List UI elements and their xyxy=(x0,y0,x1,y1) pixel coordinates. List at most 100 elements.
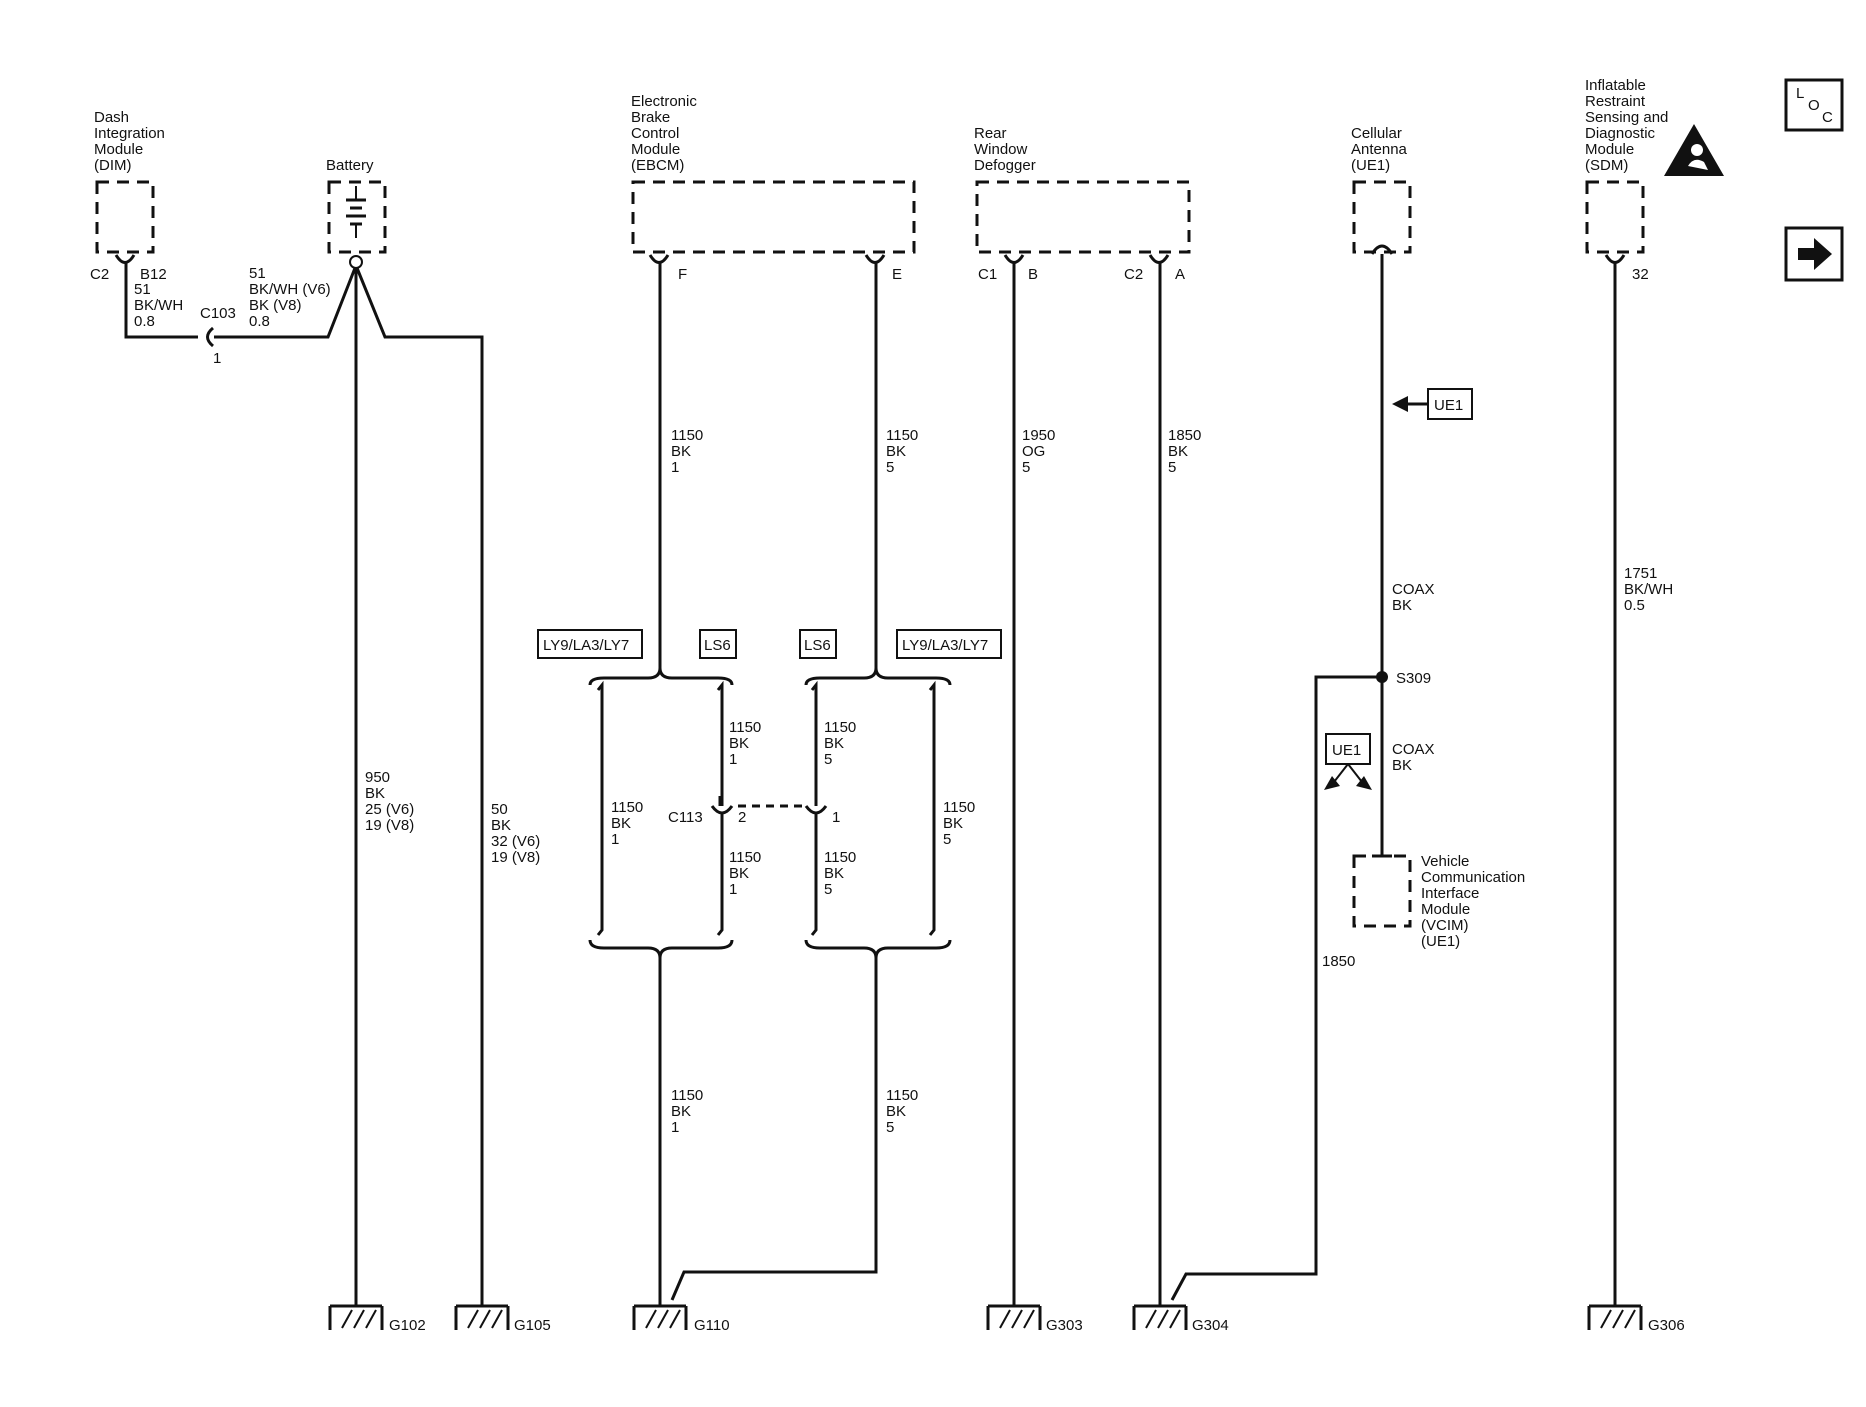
right-arrow-icon[interactable] xyxy=(1784,226,1844,282)
wire-ly9-left-drop-label: 1150 BK 1 xyxy=(611,799,647,848)
option-ls6-right[interactable]: LS6 xyxy=(799,629,837,659)
ground-icon xyxy=(328,1304,384,1330)
ebcm-pin-f: F xyxy=(678,266,687,283)
option-ls6-left[interactable]: LS6 xyxy=(699,629,737,659)
ebcm-pin-e-connector xyxy=(864,254,886,264)
wire-battery-to-c103[interactable] xyxy=(232,267,357,339)
split-arrows-icon xyxy=(1324,763,1372,790)
defogger-box xyxy=(975,180,1191,254)
ground-g304[interactable]: G304 xyxy=(1132,1304,1229,1334)
defogger-conn-c1: C1 xyxy=(978,266,997,283)
wire-ebcm-e-label: 1150 BK 5 xyxy=(886,427,922,476)
ground-g102[interactable]: G102 xyxy=(328,1304,426,1334)
svg-text:C: C xyxy=(1822,109,1833,126)
ground-g306[interactable]: G306 xyxy=(1587,1304,1685,1334)
vcim-label: Vehicle Communication Interface Module (… xyxy=(1421,853,1529,950)
wire-ls6-right-upper[interactable] xyxy=(810,680,818,806)
svg-text:G306: G306 xyxy=(1648,1317,1685,1334)
wire-ls6-left-lower-label: 1150 BK 1 xyxy=(729,849,765,898)
dim-pin-connector xyxy=(114,254,136,264)
wire-ls6-left-upper-label: 1150 BK 1 xyxy=(729,719,765,768)
defogger[interactable]: Rear Window Defogger C1 B C2 A xyxy=(974,125,1191,283)
c103-pin: 1 xyxy=(213,350,221,367)
ground-icon xyxy=(632,1304,688,1330)
dim-module[interactable]: Dash Integration Module (DIM) C2 B12 xyxy=(90,109,169,283)
option-ly9-left[interactable]: LY9/LA3/LY7 xyxy=(537,629,643,659)
cellular-coax-connector xyxy=(1370,244,1394,255)
ebcm-pin-f-connector xyxy=(648,254,670,264)
svg-text:G105: G105 xyxy=(514,1317,551,1334)
dim-pin-label: B12 xyxy=(140,266,167,283)
wire-ly9-left-drop[interactable] xyxy=(596,680,604,936)
wire-ls6-right-upper-label: 1150 BK 5 xyxy=(824,719,860,768)
dim-box xyxy=(95,180,155,254)
ebcm-box xyxy=(631,180,916,254)
ground-g105[interactable]: G105 xyxy=(454,1304,551,1334)
wire-ly9-right-drop[interactable] xyxy=(928,680,936,936)
cellular-label: Cellular Antenna (UE1) xyxy=(1351,125,1411,174)
defogger-pin-a-connector xyxy=(1148,254,1170,264)
svg-text:LS6: LS6 xyxy=(804,637,831,654)
battery-label: Battery xyxy=(326,157,374,174)
svg-text:LS6: LS6 xyxy=(704,637,731,654)
ebcm-pin-e: E xyxy=(892,266,902,283)
vcim-box xyxy=(1352,854,1412,928)
c103-connector[interactable]: C103 1 xyxy=(200,305,236,367)
sdm-box xyxy=(1585,180,1645,254)
ground-icon xyxy=(1132,1304,1188,1330)
svg-text:S309: S309 xyxy=(1396,670,1431,687)
vcim-module[interactable]: Vehicle Communication Interface Module (… xyxy=(1352,853,1529,950)
c113-connector[interactable]: C113 2 1 xyxy=(668,796,840,826)
wire-g110-right-label: 1150 BK 5 xyxy=(886,1087,922,1136)
svg-text:G303: G303 xyxy=(1046,1317,1083,1334)
wire-dim-to-c103[interactable] xyxy=(124,262,198,339)
battery-terminal xyxy=(349,255,363,269)
cellular-antenna[interactable]: Cellular Antenna (UE1) xyxy=(1351,125,1412,255)
airbag-warning-icon xyxy=(1664,124,1724,176)
dim-connector-label: C2 xyxy=(90,266,109,283)
locator-icon[interactable]: L O C xyxy=(1784,78,1844,132)
battery[interactable]: Battery xyxy=(326,157,387,269)
wire-ls6-left-upper[interactable] xyxy=(716,680,724,806)
ground-icon xyxy=(454,1304,510,1330)
sdm-pin-32: 32 xyxy=(1632,266,1649,283)
c103-female xyxy=(206,326,215,348)
wire-ls6-right-lower[interactable] xyxy=(810,813,818,936)
wire-coax-upper-label: COAX BK xyxy=(1392,581,1439,614)
option-ly9-right[interactable]: LY9/LA3/LY7 xyxy=(896,629,1002,659)
splice-s309[interactable]: S309 xyxy=(1376,670,1431,687)
ebcm-label: Electronic Brake Control Module (EBCM) xyxy=(631,93,701,174)
svg-text:LY9/LA3/LY7: LY9/LA3/LY7 xyxy=(902,637,988,654)
wire-sdm-32-label: 1751 BK/WH 0.5 xyxy=(1624,565,1677,614)
wire-ly9-right-drop-label: 1150 BK 5 xyxy=(943,799,979,848)
svg-text:UE1: UE1 xyxy=(1434,397,1463,414)
ebcm-module[interactable]: Electronic Brake Control Module (EBCM) F… xyxy=(631,93,916,283)
cellular-box xyxy=(1352,180,1412,254)
option-brace-lower-right xyxy=(804,939,952,959)
sdm-label: Inflatable Restraint Sensing and Diagnos… xyxy=(1585,77,1673,174)
wire-ls6-left-lower[interactable] xyxy=(716,813,724,936)
defogger-label: Rear Window Defogger xyxy=(974,125,1036,174)
wire-battery-g102-label: 950 BK 25 (V6) 19 (V8) xyxy=(365,769,418,834)
wire-bypass-1850-label: 1850 xyxy=(1322,953,1355,970)
svg-text:LY9/LA3/LY7: LY9/LA3/LY7 xyxy=(543,637,629,654)
wire-battery-g105[interactable] xyxy=(355,267,484,1306)
battery-icon xyxy=(346,186,366,238)
option-ue1-split[interactable]: UE1 xyxy=(1324,733,1372,790)
wire-defogger-b-label: 1950 OG 5 xyxy=(1022,427,1060,476)
ground-g303[interactable]: G303 xyxy=(986,1304,1083,1334)
wire-coax-lower-label: COAX BK xyxy=(1392,741,1439,774)
c113-pin-1: 1 xyxy=(832,809,840,826)
svg-text:O: O xyxy=(1808,97,1820,114)
sdm-pin-connector xyxy=(1604,254,1626,264)
sdm-module[interactable]: Inflatable Restraint Sensing and Diagnos… xyxy=(1585,77,1724,283)
wire-bypass-1850[interactable] xyxy=(1170,675,1382,1301)
left-arrow-icon xyxy=(1392,396,1408,412)
c103-name: C103 xyxy=(200,305,236,322)
defogger-conn-c2: C2 xyxy=(1124,266,1143,283)
option-ue1-arrow[interactable]: UE1 xyxy=(1392,388,1473,420)
wire-g110-right[interactable] xyxy=(670,958,878,1301)
svg-text:UE1: UE1 xyxy=(1332,742,1361,759)
ground-g110[interactable]: G110 xyxy=(632,1304,730,1334)
wire-battery-g105-label: 50 BK 32 (V6) 19 (V8) xyxy=(491,801,544,866)
